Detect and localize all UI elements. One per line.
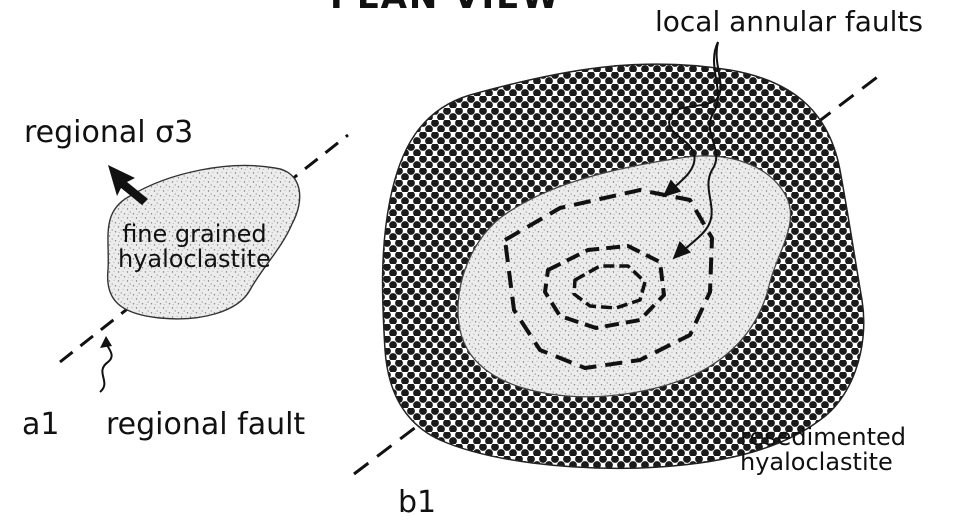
label-local-annular-faults: local annular faults bbox=[655, 8, 923, 36]
label-resedimented-line2: hyaloclastite bbox=[740, 450, 906, 475]
label-fine-grained-hyaloclastite: fine grained hyaloclastite bbox=[118, 222, 271, 272]
label-resedimented-line1: resedimented bbox=[740, 425, 906, 450]
label-resedimented-hyaloclastite: resedimented hyaloclastite bbox=[740, 425, 906, 475]
label-a1: a1 bbox=[22, 410, 59, 440]
label-regional-fault: regional fault bbox=[106, 410, 305, 440]
label-b1: b1 bbox=[398, 488, 436, 518]
label-regional-sigma3: regional σ3 bbox=[24, 118, 193, 148]
view-title-fragment: PLAN VIEW bbox=[330, 0, 561, 14]
label-fine-grained-line1: fine grained bbox=[118, 222, 271, 247]
regional-fault-pointer bbox=[100, 340, 112, 392]
label-fine-grained-line2: hyaloclastite bbox=[118, 247, 271, 272]
